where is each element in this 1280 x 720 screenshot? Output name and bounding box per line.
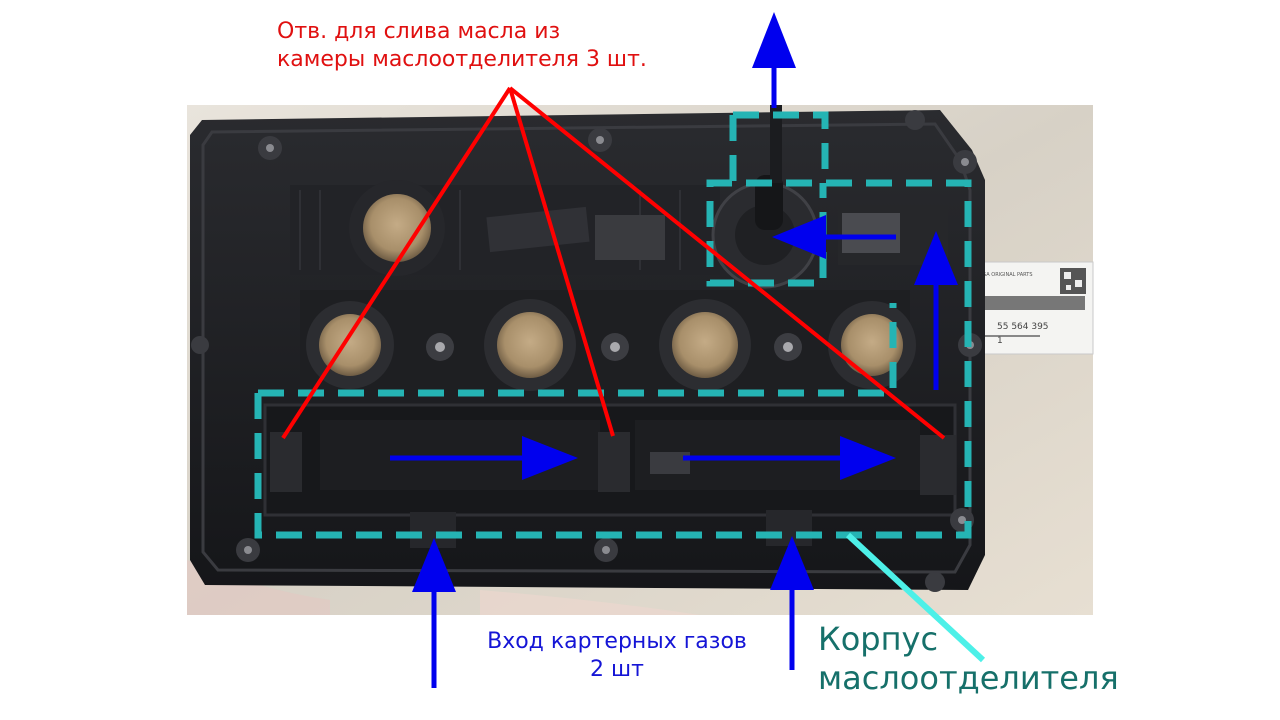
separator-dashed-outline (254, 111, 972, 539)
sticker-brand: PSA ORIGINAL PARTS (980, 272, 1033, 278)
drain-hole-pointer-lines (281, 86, 946, 440)
separator-housing-label-line1: Корпус (818, 620, 939, 658)
drain-holes-label-line1: Отв. для слива масла из (277, 19, 561, 44)
sticker-part-number: 55 564 395 (997, 322, 1049, 332)
drain-holes-label-line2: камеры маслоотделителя 3 шт. (277, 46, 647, 72)
housing-pointer-line (845, 532, 986, 663)
gas-inlet-label-line2: 2 шт (590, 656, 644, 682)
valve-flow-arrow-icon (772, 215, 896, 259)
inlet-arrow-left-icon (412, 538, 456, 688)
valve-cover-photo: PSA ORIGINAL PARTS 55 564 395 1 (187, 105, 1094, 615)
inlet-arrow-right-icon (770, 536, 814, 670)
riser-arrow-icon (914, 231, 958, 390)
gas-flow-arrows (390, 12, 958, 688)
drain-holes-label: Отв. для слива масла из камеры маслоотде… (277, 18, 647, 73)
chamber-flow-arrow-right-icon (683, 436, 896, 480)
sticker-quantity: 1 (997, 336, 1003, 346)
gas-inlet-label: Вход картерных газов 2 шт (452, 628, 782, 683)
part-number-sticker: PSA ORIGINAL PARTS 55 564 395 1 (974, 261, 1094, 355)
separator-housing-label-line2: маслоотделителя (818, 659, 1119, 698)
chamber-flow-arrow-left-icon (390, 436, 578, 480)
outlet-arrow-icon (752, 12, 796, 108)
separator-housing-label: Корпус маслоотделителя (818, 620, 1119, 698)
gas-inlet-label-line1: Вход картерных газов (487, 629, 747, 654)
